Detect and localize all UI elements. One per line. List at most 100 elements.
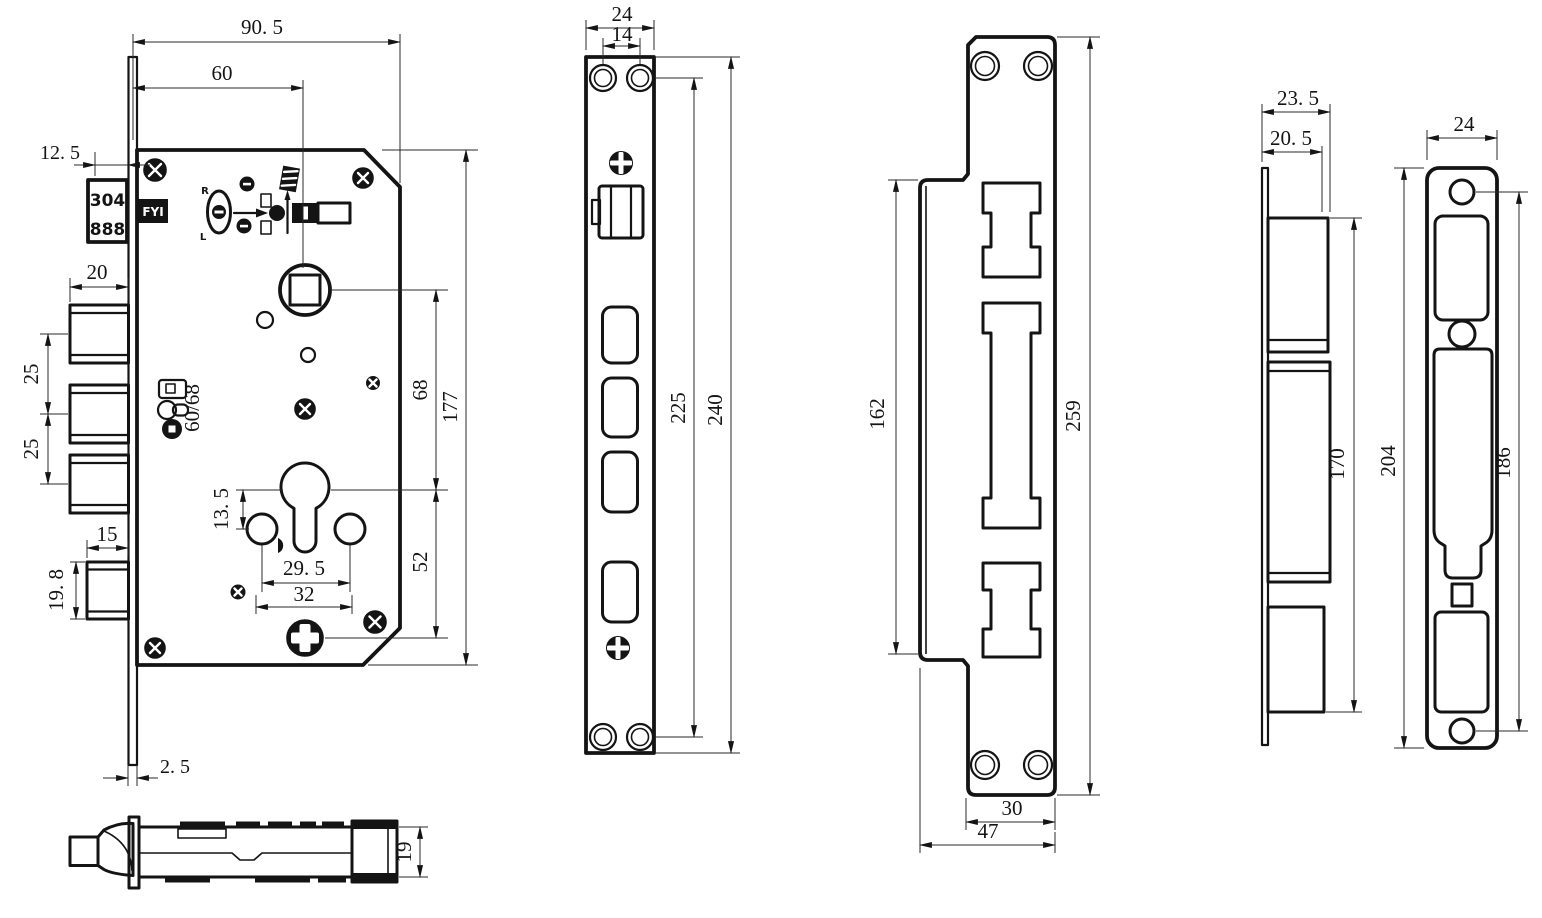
latch-slot-cutout <box>981 561 1042 659</box>
svg-text:24: 24 <box>1454 112 1476 136</box>
svg-text:14: 14 <box>612 22 634 46</box>
svg-text:20: 20 <box>87 260 108 284</box>
latch-cutout <box>601 560 639 624</box>
phillips-screw-icon <box>609 151 633 175</box>
screw-icon <box>294 398 316 420</box>
dim-faceplate-width: 24 <box>584 2 656 50</box>
long-cutout <box>1432 347 1494 580</box>
svg-text:47: 47 <box>978 819 999 843</box>
svg-text:259: 259 <box>1061 400 1085 432</box>
svg-text:30: 30 <box>1002 796 1023 820</box>
deadbolt-2 <box>68 383 130 445</box>
dim-narrow-width: 30 <box>964 796 1057 830</box>
case-detail <box>177 828 227 839</box>
latch-tip <box>68 835 100 867</box>
dust-box-3 <box>1266 605 1326 714</box>
fixing-hole <box>333 512 367 546</box>
svg-text:23. 5: 23. 5 <box>1277 86 1319 110</box>
case-top-tabs <box>180 821 344 827</box>
dim-plate-width: 24 <box>1425 112 1499 160</box>
dim-backset: 60 <box>131 61 305 268</box>
dim-total-width: 90. 5 <box>131 15 402 183</box>
svg-text:60: 60 <box>212 61 233 85</box>
dim-block-offset: 12. 5 <box>40 142 150 176</box>
svg-text:225: 225 <box>666 392 690 424</box>
dim-hole-pitch: 14 <box>601 22 642 64</box>
bolt-slot-cutout <box>981 301 1042 530</box>
bolt-slot-cutout <box>981 181 1042 279</box>
faceplate-front-view: 24 14 225 240 <box>584 2 740 755</box>
phillips-screw-icon <box>606 636 630 660</box>
latch-bevel <box>96 821 135 877</box>
dim-body-height: 177 <box>368 148 478 667</box>
dust-box-2 <box>1266 360 1332 584</box>
cross-screw-icon <box>286 619 324 657</box>
svg-text:52: 52 <box>408 552 432 573</box>
bolt-cutout <box>601 376 639 439</box>
bolt-cutout <box>1433 214 1490 322</box>
svg-text:204: 204 <box>1376 445 1400 477</box>
svg-text:170: 170 <box>1325 448 1349 480</box>
svg-text:186: 186 <box>1491 447 1515 479</box>
dim-total-width: 47 <box>918 668 1057 853</box>
dim-faceplate-height: 240 <box>656 55 740 755</box>
dim-box-span: 170 <box>1325 216 1362 714</box>
svg-text:240: 240 <box>703 394 727 426</box>
deadbolt-1 <box>68 303 130 365</box>
dust-box-1 <box>1266 216 1330 354</box>
dim-plate-hole-span: 186 <box>1476 190 1528 733</box>
svg-text:25: 25 <box>19 439 43 460</box>
dim-strike-height: 259 <box>1057 35 1100 797</box>
screw-hole <box>1022 749 1054 781</box>
right-hand-label: R <box>201 186 209 197</box>
dim-bolt-width: 20 <box>68 260 130 302</box>
screw-icon <box>352 167 374 189</box>
deadbolt-3 <box>68 453 130 515</box>
strike-plate-outline <box>1425 166 1499 750</box>
svg-text:177: 177 <box>438 391 462 423</box>
handing-adjuster-icons: R L <box>200 165 352 243</box>
svg-text:162: 162 <box>865 398 889 430</box>
svg-text:13. 5: 13. 5 <box>209 488 233 530</box>
lock-side-view: 19 <box>68 815 428 890</box>
svg-text:19. 8: 19. 8 <box>44 569 68 611</box>
screw-hole <box>588 722 618 752</box>
screw-hole <box>1022 50 1054 82</box>
lock-case-outline <box>135 148 402 667</box>
spindle-follower <box>278 263 332 317</box>
latch-bolt <box>85 560 130 621</box>
case-seam <box>139 852 352 861</box>
dim-plate-thickness: 2. 5 <box>103 756 190 786</box>
left-hand-label: L <box>200 232 207 243</box>
keyway-icons <box>156 378 190 439</box>
dim-latch-height: 19. 8 <box>44 560 85 621</box>
hole <box>299 346 317 364</box>
dim-follower-to-cyl: 68 <box>331 288 448 492</box>
brand-box: FYI <box>138 199 168 223</box>
dim-latch-width: 15 <box>85 522 130 558</box>
screw-hole <box>1448 178 1476 206</box>
euro-cylinder-cutout <box>279 461 331 554</box>
dim-cyl-offset: 13. 5 <box>209 488 283 531</box>
dim-screw-span: 29. 5 <box>260 545 352 592</box>
dim-plate-height: 204 <box>1376 166 1424 750</box>
screw-hole <box>969 50 1001 82</box>
dim-case-thickness: 19 <box>392 825 428 879</box>
strike-box-front-view: 162 259 30 47 <box>865 35 1100 853</box>
dim-bolt-pitch: 25 25 <box>19 332 68 486</box>
steel-grade-mark: 304 <box>90 191 126 211</box>
hole <box>255 310 275 330</box>
marking-block: 304 888 <box>86 178 129 244</box>
svg-text:32: 32 <box>294 582 315 606</box>
hatched-tag-icon <box>279 165 300 193</box>
brand-label: FYI <box>142 205 163 219</box>
dim-screw-span-outer: 32 <box>254 582 354 614</box>
faceplate-outline <box>584 55 656 755</box>
svg-text:68: 68 <box>408 380 432 401</box>
svg-text:90. 5: 90. 5 <box>241 15 283 39</box>
bolt-cutout <box>601 305 639 365</box>
svg-text:12. 5: 12. 5 <box>40 142 80 164</box>
screw-icon <box>143 158 167 182</box>
svg-text:15: 15 <box>97 522 118 546</box>
